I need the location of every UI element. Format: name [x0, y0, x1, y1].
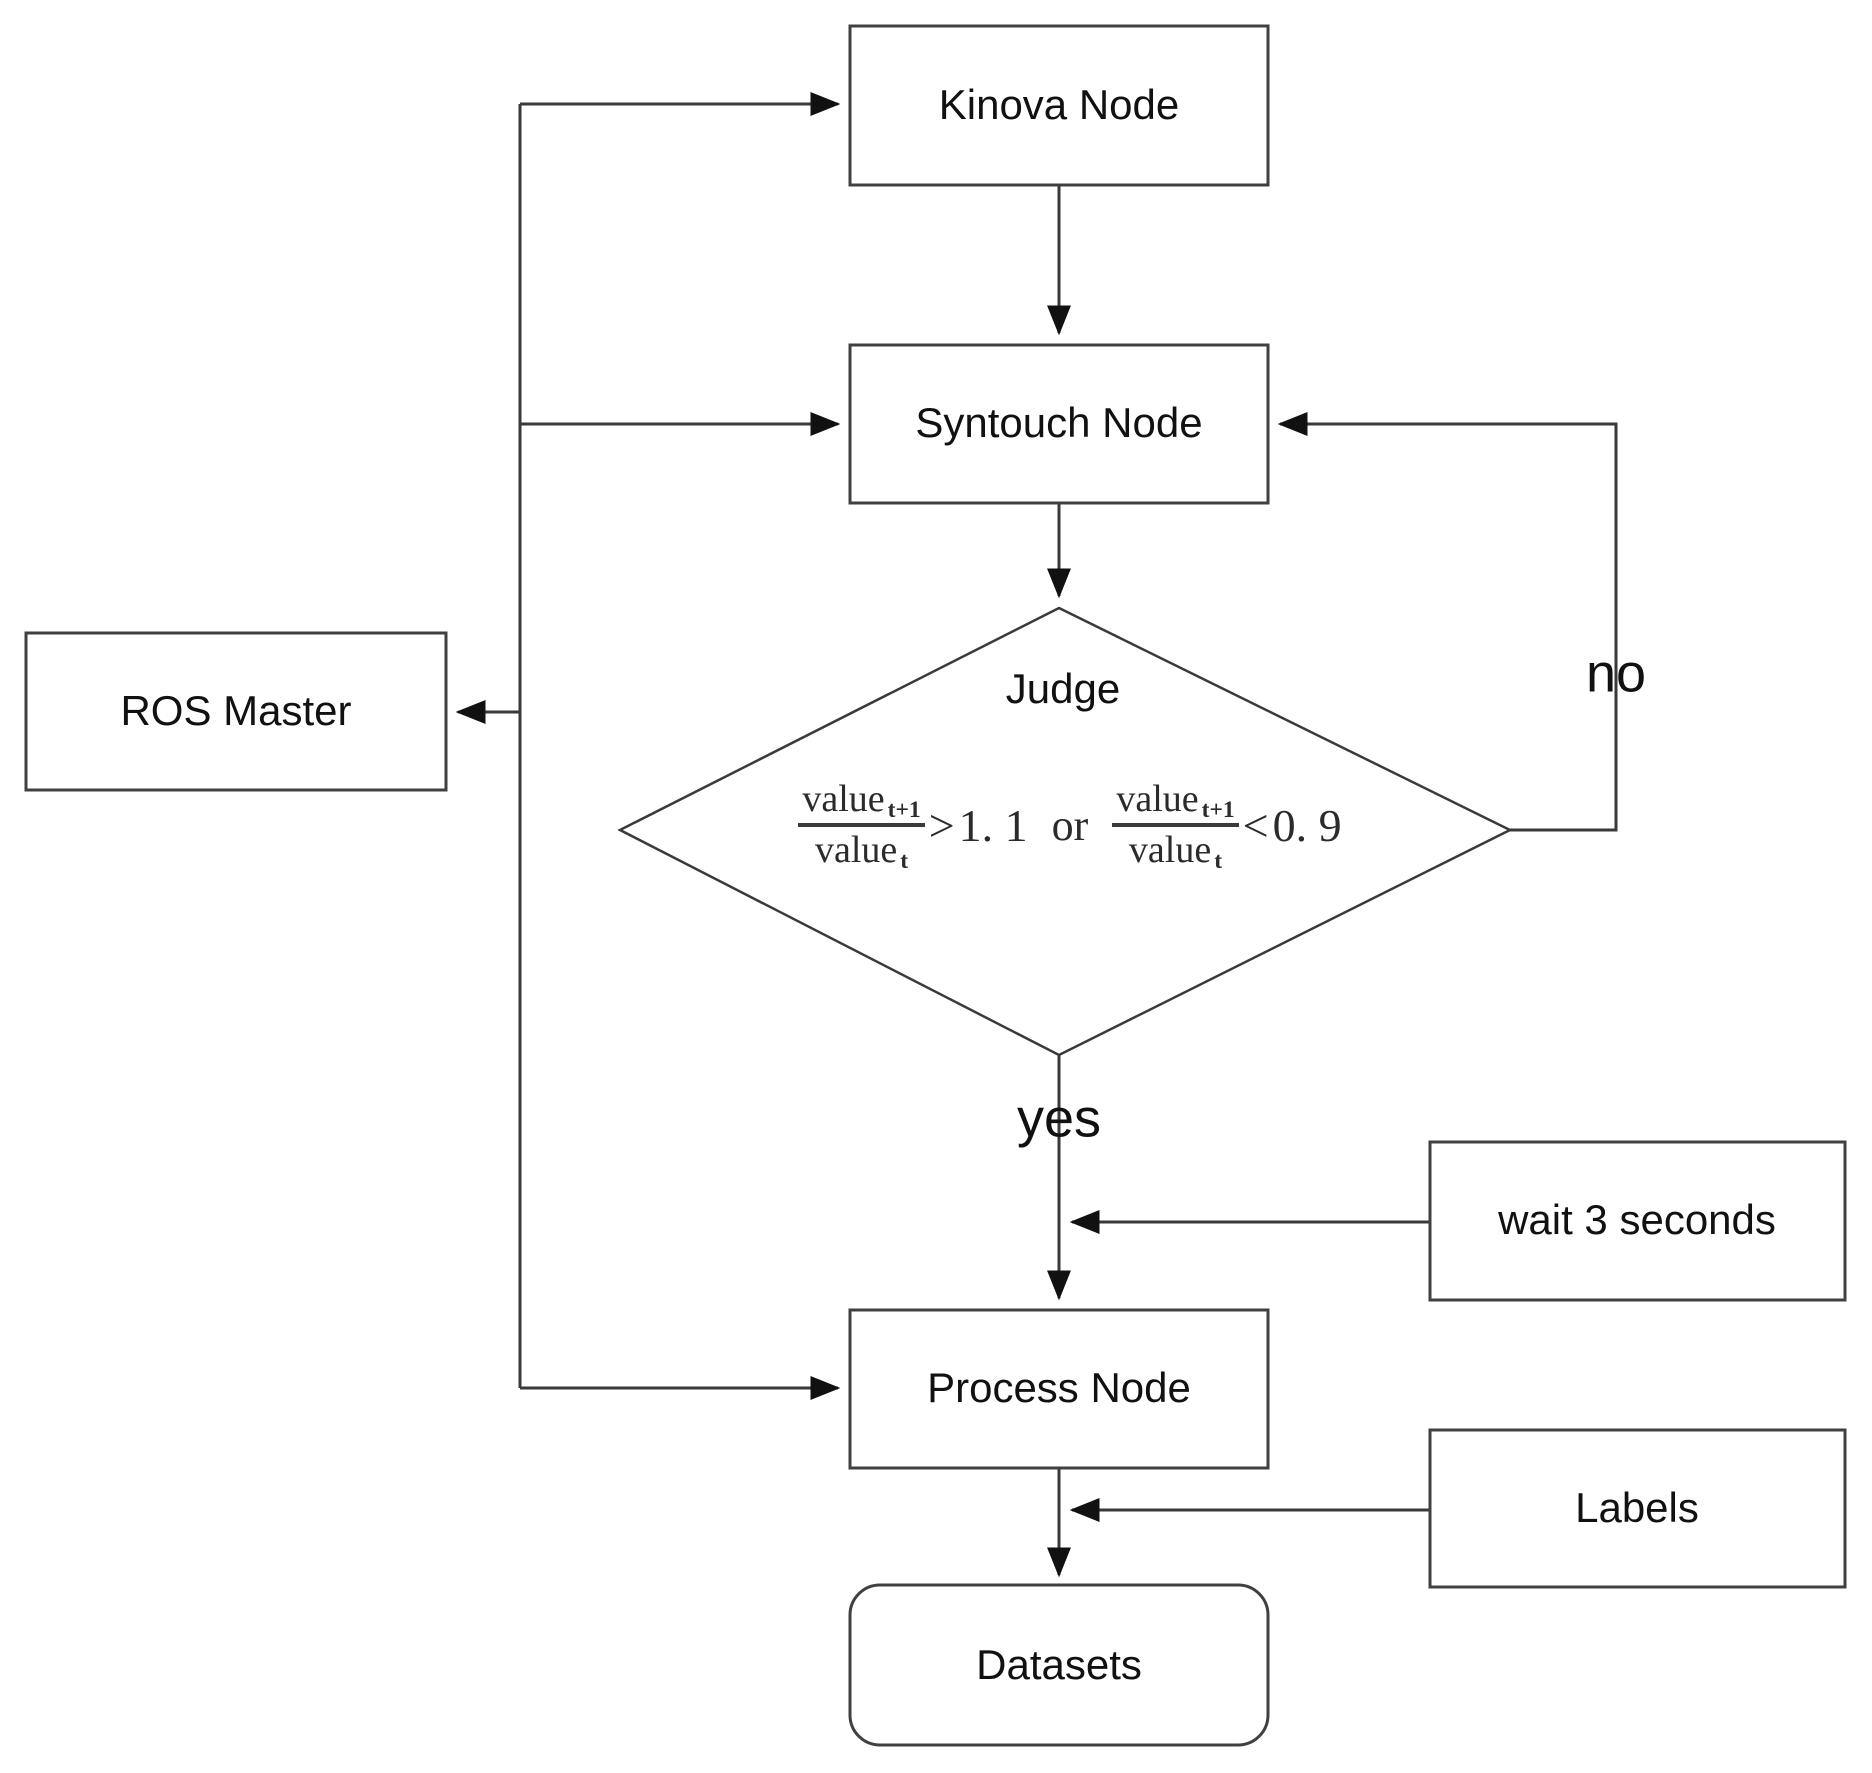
branch-label-yes: yes — [1017, 1088, 1101, 1148]
node-wait[interactable]: wait 3 seconds — [1428, 1140, 1847, 1302]
fraction-bar — [1112, 823, 1239, 827]
condition-right-operator: < — [1242, 799, 1269, 851]
node-labels-box — [1428, 1428, 1847, 1589]
node-labels[interactable]: Labels — [1428, 1428, 1847, 1589]
node-datasets[interactable]: Datasets — [848, 1583, 1270, 1747]
node-kinova-box — [848, 24, 1270, 187]
condition-connective: or — [1051, 800, 1089, 850]
branch-label-no: no — [1586, 643, 1646, 703]
node-wait-box — [1428, 1140, 1847, 1302]
node-kinova[interactable]: Kinova Node — [848, 24, 1270, 187]
node-process-box — [848, 1308, 1270, 1470]
node-labels-label: Labels — [1575, 1484, 1699, 1531]
node-ros-master[interactable]: ROS Master — [24, 631, 448, 792]
node-judge-label: Judge — [1006, 665, 1120, 712]
node-process-label: Process Node — [927, 1364, 1191, 1411]
node-datasets-label: Datasets — [976, 1641, 1142, 1688]
node-process[interactable]: Process Node — [848, 1308, 1270, 1470]
edge-judge-no-to-syntouch — [1277, 412, 1618, 832]
node-kinova-label: Kinova Node — [939, 81, 1180, 128]
node-judge-diamond — [617, 606, 1513, 1057]
node-syntouch-label: Syntouch Node — [915, 399, 1202, 446]
node-judge-decision[interactable]: Judge — [617, 606, 1513, 1057]
node-wait-label: wait 3 seconds — [1497, 1196, 1776, 1243]
node-syntouch[interactable]: Syntouch Node — [848, 343, 1270, 505]
condition-left-threshold: 1. 1 — [958, 799, 1028, 851]
fraction-bar — [798, 823, 925, 827]
node-ros-master-box — [24, 631, 448, 792]
condition-right-threshold: 0. 9 — [1272, 799, 1342, 851]
node-datasets-box — [848, 1583, 1270, 1747]
node-syntouch-box — [848, 343, 1270, 505]
condition-left-operator: > — [928, 799, 955, 851]
node-ros-master-label: ROS Master — [120, 687, 351, 734]
